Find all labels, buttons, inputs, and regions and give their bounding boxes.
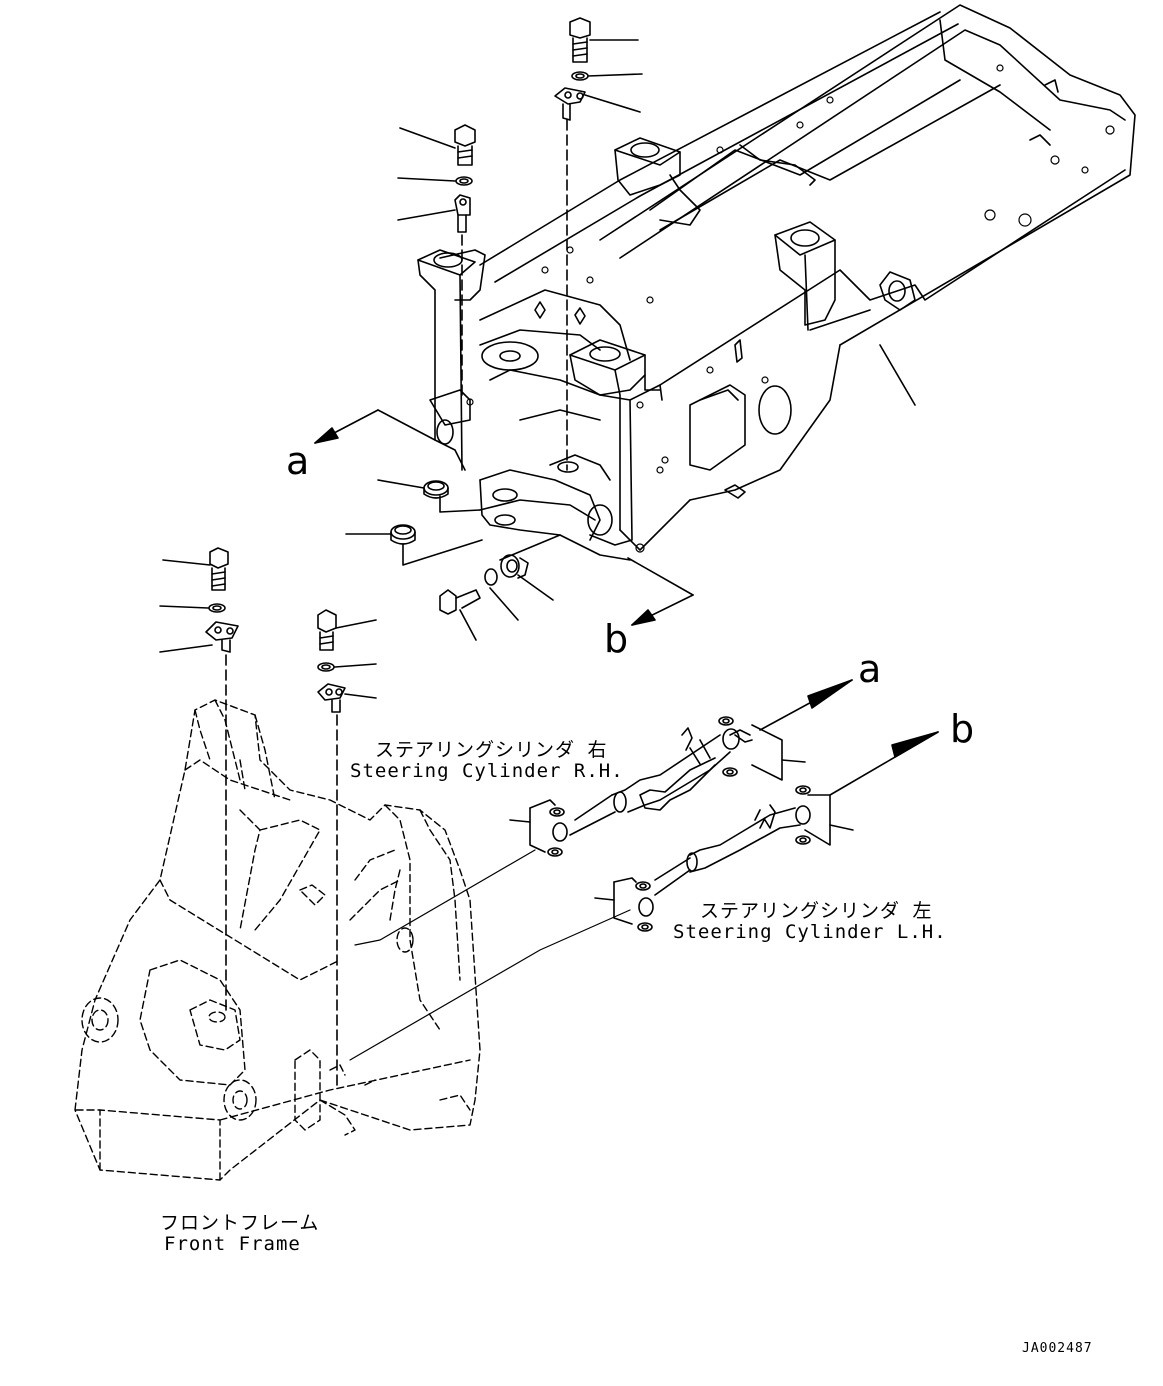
drawing-code: JA002487 (1022, 1341, 1093, 1356)
view-ref-b-top: b (604, 617, 629, 661)
view-ref-a-top: a (286, 439, 310, 483)
front-frame-label-en: Front Frame (164, 1233, 301, 1255)
view-ref-b-right: b (950, 707, 975, 751)
front-frame (74, 699, 481, 1181)
steering-cylinder-rh (509, 679, 853, 857)
leader-rear-frame (879, 344, 916, 406)
front-frame-label-jp: フロントフレーム (160, 1212, 320, 1234)
steering-cylinder-rh-label-en: Steering Cylinder R.H. (350, 760, 624, 782)
steering-cylinder-lh (594, 731, 939, 932)
steering-cylinder-rh-label-jp: ステアリングシリンダ 右 (375, 739, 608, 761)
view-arrows-top (314, 409, 694, 626)
hardware-front-left (159, 547, 239, 1011)
view-ref-a-right: a (858, 647, 882, 691)
steering-cylinder-lh-label-jp: ステアリングシリンダ 左 (700, 900, 933, 922)
hardware-top-center (554, 17, 643, 471)
rear-frame (417, 4, 1136, 561)
hardware-top-left (397, 124, 476, 401)
hardware-front-center (317, 609, 377, 1086)
bushings (345, 479, 561, 641)
steering-cylinder-lh-label-en: Steering Cylinder L.H. (673, 921, 947, 943)
cylinder-connection-lines (349, 849, 631, 1061)
